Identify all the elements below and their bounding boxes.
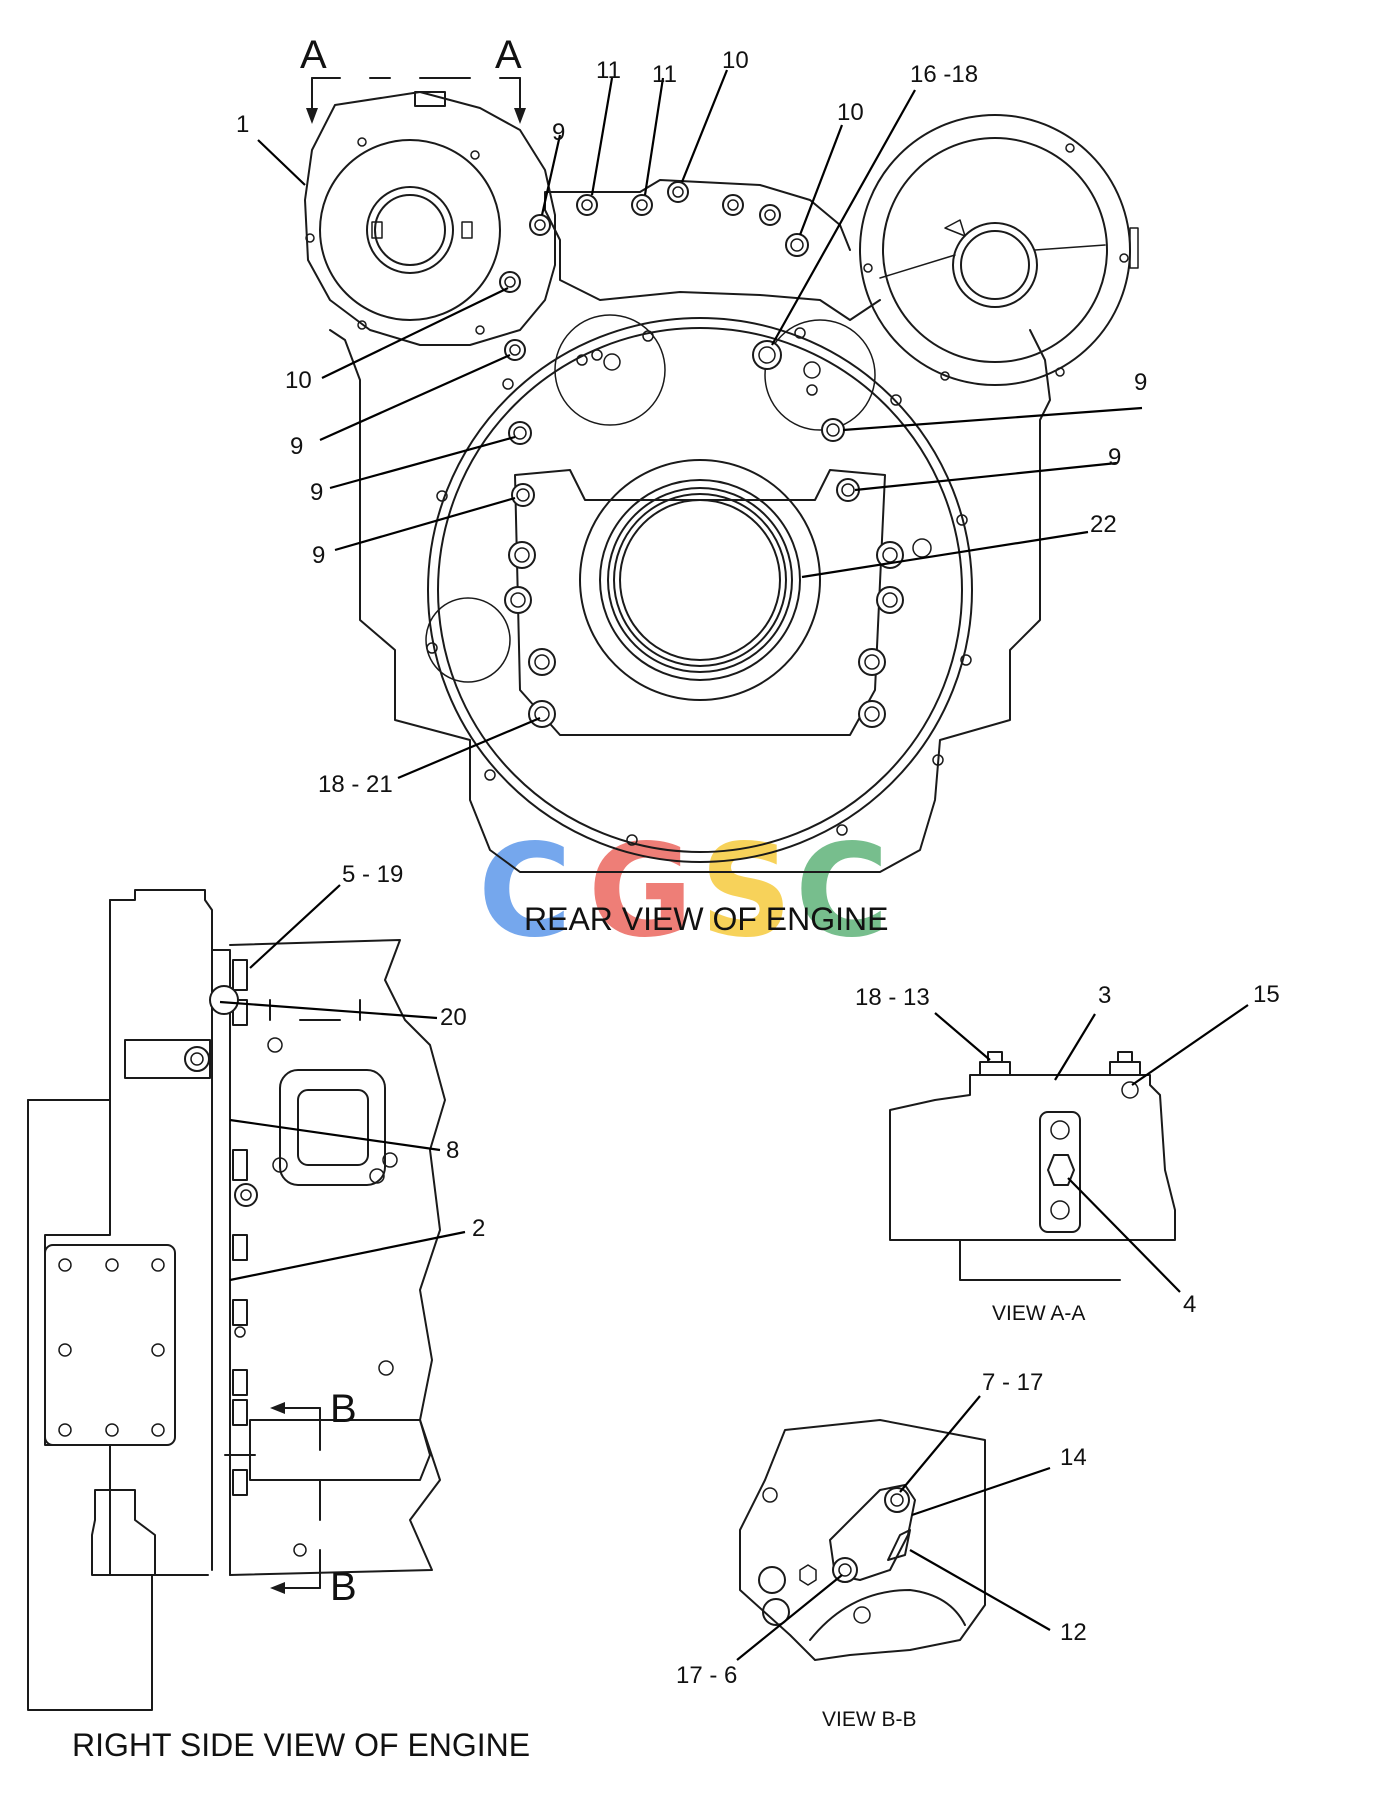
bb-callouts: 7 - 17 14 12 17 - 6 (676, 1369, 1087, 1689)
callout-label: 16 -18 (910, 61, 978, 88)
rear-callouts: 1 9 11 11 10 10 16 -18 10 9 9 9 9 9 22 1… (236, 47, 1147, 798)
callout-label: 17 - 6 (676, 1662, 737, 1689)
callout-label: 11 (652, 61, 677, 88)
view-aa-drawing (889, 1051, 1176, 1281)
callout-label: 9 (310, 479, 323, 506)
callout-label: 1 (236, 111, 249, 138)
callout-label: 10 (722, 47, 749, 74)
section-marker-b-bottom: B (330, 1565, 357, 1609)
callout-label: 9 (1134, 369, 1147, 396)
left-gear-cover (304, 91, 556, 346)
callout-label: 10 (285, 367, 312, 394)
callout-label: 22 (1090, 511, 1117, 538)
callout-label: 4 (1183, 1291, 1196, 1318)
view-title-aa: VIEW A-A (992, 1302, 1085, 1325)
watermark-letter: C (795, 817, 889, 966)
callout-label: 20 (440, 1004, 467, 1031)
callout-label: 15 (1253, 981, 1280, 1008)
view-title-bb: VIEW B-B (822, 1708, 917, 1731)
callout-label: 5 - 19 (342, 861, 403, 888)
watermark-letter: C (478, 817, 572, 966)
callout-label: 12 (1060, 1619, 1087, 1646)
right-gear-cover (859, 114, 1139, 386)
callout-label: 7 - 17 (982, 1369, 1043, 1396)
right-side-view-drawing (27, 889, 446, 1711)
section-a-arrows (306, 77, 526, 124)
callout-label: 9 (312, 542, 325, 569)
callout-label: 9 (290, 433, 303, 460)
callout-label: 18 - 21 (318, 771, 393, 798)
section-marker-a-left: A (300, 33, 327, 77)
rear-view-drawing (304, 77, 1139, 873)
view-title-right-side: RIGHT SIDE VIEW OF ENGINE (72, 1727, 530, 1763)
side-callouts: 5 - 19 20 8 2 (342, 861, 485, 1242)
watermark-letter: S (700, 817, 792, 966)
callout-label: 8 (446, 1137, 459, 1164)
callout-label: 11 (596, 57, 621, 84)
leader-lines (219, 69, 1249, 1661)
section-b-arrows (270, 1402, 321, 1594)
callout-label: 10 (837, 99, 864, 126)
aa-callouts: 18 - 13 3 15 4 (855, 981, 1280, 1318)
callout-label: 9 (552, 119, 565, 146)
callout-label: 18 - 13 (855, 984, 930, 1011)
watermark: C G S C (478, 817, 889, 966)
rear-bolts (499, 181, 904, 728)
section-marker-b-top: B (330, 1387, 357, 1431)
section-marker-a-right: A (495, 33, 522, 77)
watermark-letter: G (588, 817, 693, 966)
callout-label: 14 (1060, 1444, 1087, 1471)
callout-label: 2 (472, 1215, 485, 1242)
view-title-rear: REAR VIEW OF ENGINE (524, 901, 888, 937)
callout-label: 9 (1108, 444, 1121, 471)
callout-label: 3 (1098, 982, 1111, 1009)
perimeter-holes (426, 327, 972, 846)
view-bb-drawing (739, 1419, 986, 1661)
